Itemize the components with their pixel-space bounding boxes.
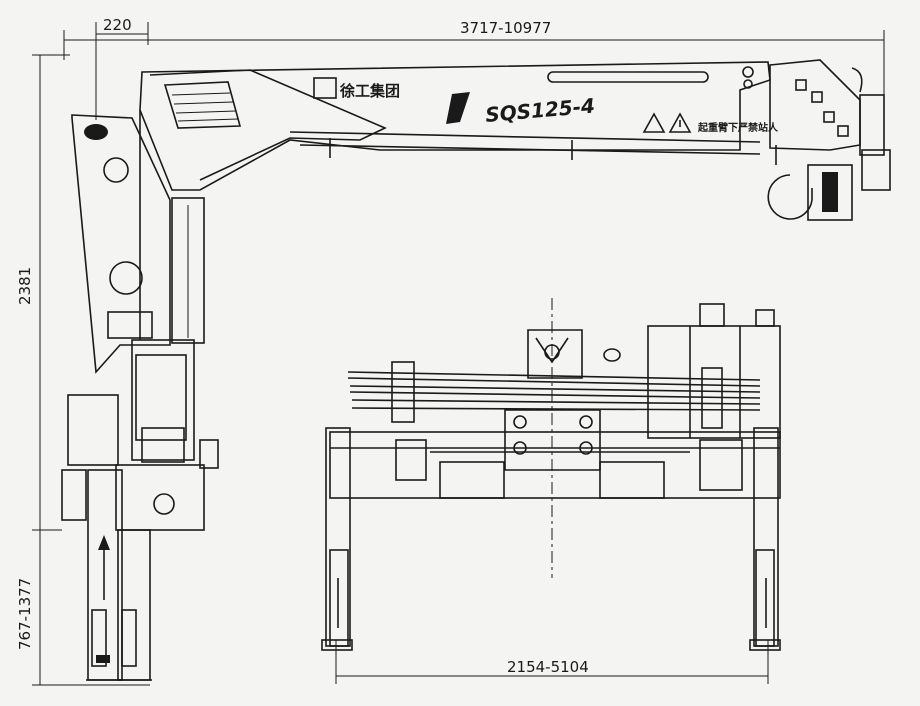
crane-base — [61, 339, 219, 681]
front-view — [321, 298, 781, 651]
dim-boom-length: 3717-10977 — [460, 19, 551, 37]
warning-triangle-icon — [642, 112, 692, 133]
boom-model-label: SQS125-4 — [484, 94, 595, 127]
dimension-lines — [32, 22, 885, 686]
crane-column — [71, 110, 205, 374]
crane-boom — [139, 59, 891, 221]
dim-height: 2381 — [16, 267, 34, 305]
boom-warning-label: 起重臂下严禁站人 — [697, 121, 779, 134]
dim-outrigger-span: 2154-5104 — [507, 658, 589, 676]
dim-top-offset: 220 — [103, 16, 132, 34]
boom-brand-label: 徐工集团 — [339, 82, 400, 100]
dim-leg-extension: 767-1377 — [16, 578, 34, 650]
brand-k-icon — [446, 92, 470, 124]
